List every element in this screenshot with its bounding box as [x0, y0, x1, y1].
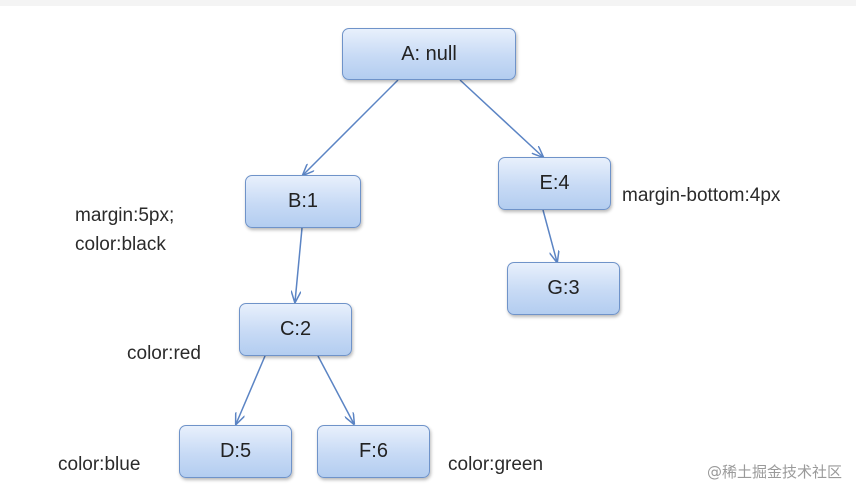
top-strip — [0, 0, 856, 6]
node-d: D:5 — [179, 425, 292, 478]
node-a: A: null — [342, 28, 516, 80]
annotation-b-line2: color:black — [75, 234, 166, 255]
node-c: C:2 — [239, 303, 352, 356]
edge-a-b — [303, 79, 399, 175]
edge-e-g — [542, 209, 557, 262]
annotation-d: color:blue — [58, 454, 141, 475]
edge-b-c — [295, 227, 303, 302]
node-b: B:1 — [245, 175, 361, 228]
node-g: G:3 — [507, 262, 620, 315]
edge-a-e — [459, 79, 543, 157]
annotation-f: color:green — [448, 454, 544, 475]
annotation-e: margin-bottom:4px — [622, 185, 781, 206]
watermark: @稀土掘金技术社区 — [706, 463, 842, 481]
edge-c-f — [317, 355, 354, 424]
annotation-c: color:red — [127, 343, 201, 364]
node-e: E:4 — [498, 157, 611, 210]
annotation-b-line1: margin:5px; — [75, 205, 175, 226]
edge-c-d — [236, 355, 266, 424]
node-f: F:6 — [317, 425, 430, 478]
